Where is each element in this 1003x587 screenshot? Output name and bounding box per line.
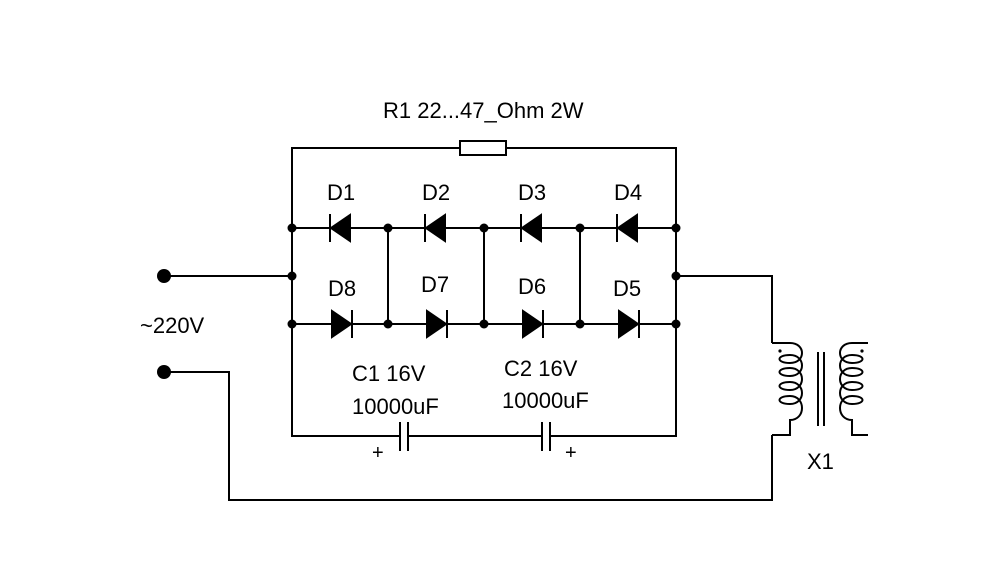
resistor-r1	[291, 140, 677, 228]
c2-value: 10000uF	[502, 388, 589, 413]
label-d7: D7	[421, 272, 449, 297]
diode-d2	[424, 213, 446, 243]
label-d1: D1	[327, 180, 355, 205]
c1-name: C1 16V	[352, 361, 426, 386]
input-label: ~220V	[140, 313, 205, 338]
diode-d4	[616, 213, 638, 243]
input-terminals	[157, 269, 773, 501]
capacitor-c1	[399, 422, 409, 451]
c1-value: 10000uF	[352, 394, 439, 419]
transformer-x1	[772, 342, 868, 436]
diode-d1	[329, 213, 351, 243]
diode-d3	[520, 213, 542, 243]
right-bus-wire	[550, 228, 677, 437]
transformer-feed-wire	[676, 275, 773, 343]
capacitor-c2	[541, 422, 551, 451]
label-d6: D6	[518, 274, 546, 299]
label-d8: D8	[328, 276, 356, 301]
label-d4: D4	[614, 180, 642, 205]
diode-d6	[522, 309, 544, 339]
diode-d7	[426, 309, 448, 339]
label-d3: D3	[518, 180, 546, 205]
transformer-label: X1	[807, 449, 834, 474]
c1-polarity: +	[372, 442, 384, 464]
label-d5: D5	[613, 276, 641, 301]
diode-d8	[331, 309, 353, 339]
label-d2: D2	[422, 180, 450, 205]
c2-name: C2 16V	[504, 356, 578, 381]
resistor-label: R1 22...47_Ohm 2W	[383, 98, 584, 123]
diode-d5	[618, 309, 640, 339]
c2-polarity: +	[565, 442, 577, 464]
left-bus-wire	[291, 228, 400, 437]
